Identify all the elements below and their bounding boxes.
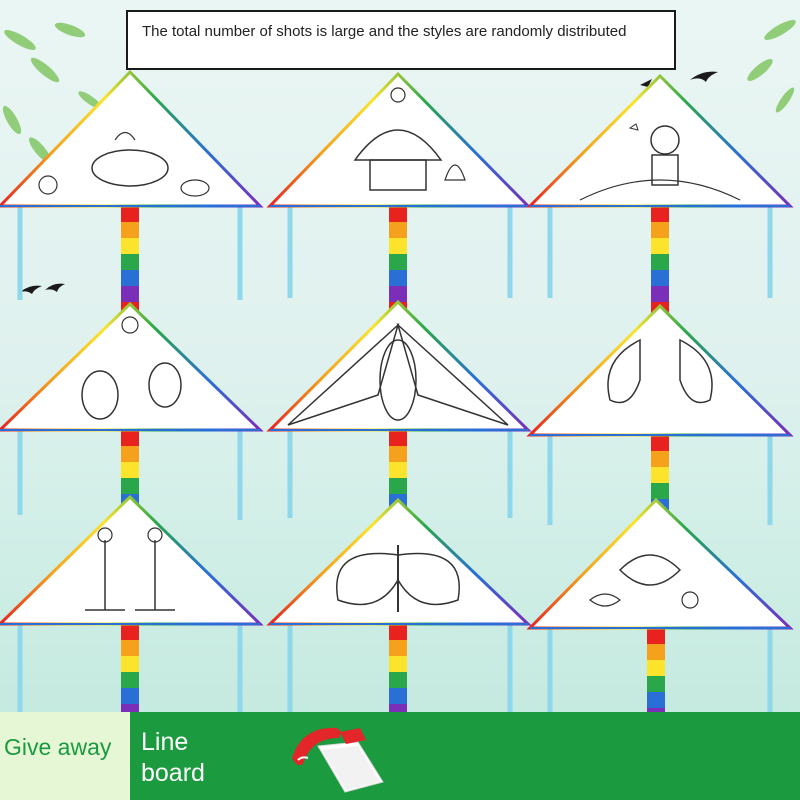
giveaway-badge: Give away	[0, 712, 130, 800]
kite-fish	[526, 497, 794, 712]
kite-astronaut	[526, 73, 794, 318]
swallow-bird-icon	[20, 71, 718, 294]
notice-box: The total number of shots is large and t…	[126, 10, 676, 70]
kite-giraffes	[0, 494, 264, 712]
kite-whale	[0, 69, 264, 318]
kite-butterfly	[266, 497, 532, 712]
kite-eagle	[266, 299, 532, 542]
kite-mushroom-house	[266, 71, 532, 318]
giveaway-label: Give away	[4, 734, 112, 760]
kite-butterfly-pair	[526, 303, 794, 547]
footer-band	[0, 712, 800, 800]
willow-leaves-right	[747, 20, 796, 113]
willow-leaves-left	[2, 22, 102, 163]
notice-text: The total number of shots is large and t…	[142, 23, 627, 40]
kite-bees	[0, 301, 264, 542]
kite-collection	[0, 20, 796, 712]
line-board-label: Line board	[141, 728, 205, 787]
line-reel-icon	[292, 727, 384, 793]
